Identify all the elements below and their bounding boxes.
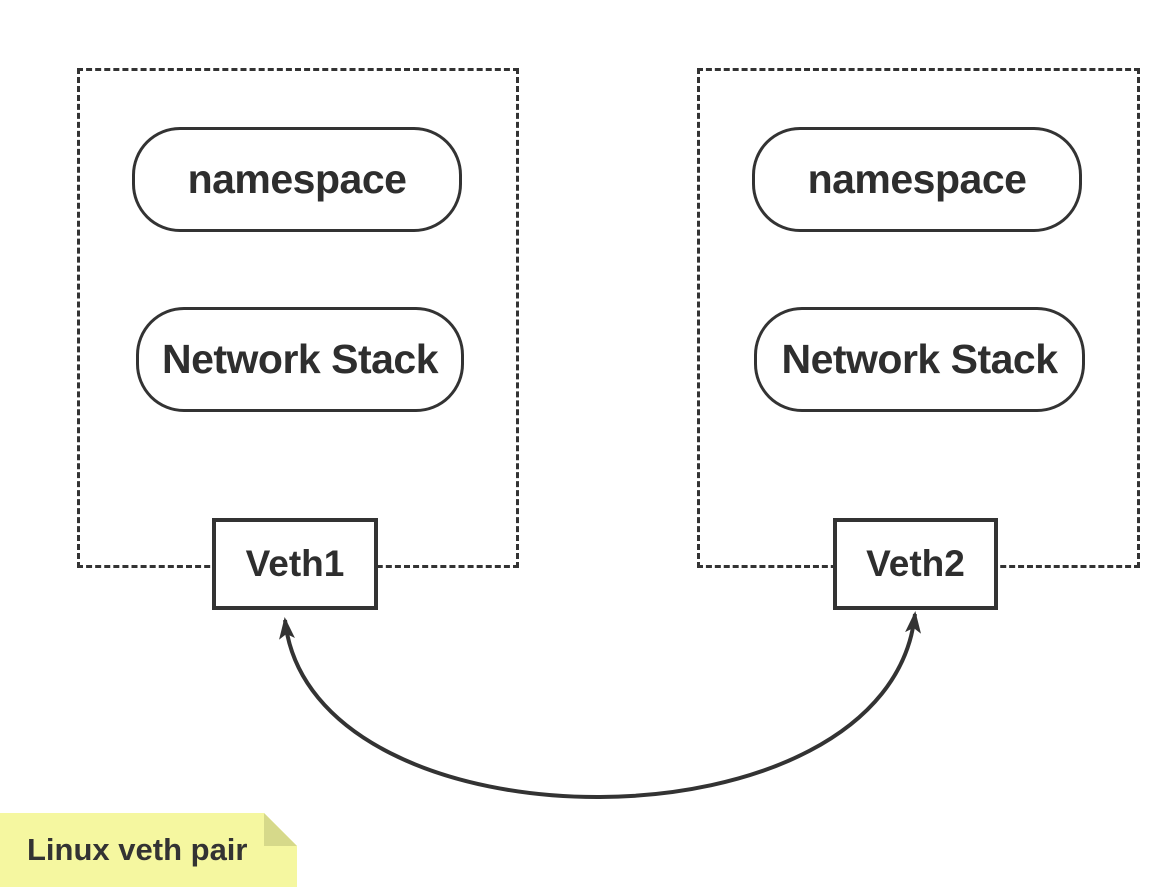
sticky-note-text: Linux veth pair: [27, 832, 248, 867]
network-stack-node-right: Network Stack: [754, 307, 1085, 412]
namespace-node-right: namespace: [752, 127, 1082, 232]
veth2-node: Veth2: [833, 518, 998, 610]
veth-pair-arrow: [279, 611, 921, 799]
namespace-node-left-label: namespace: [187, 156, 407, 202]
namespace-node-right-label: namespace: [807, 156, 1027, 202]
sticky-note: Linux veth pair: [0, 813, 297, 887]
sticky-note-body: [0, 813, 297, 887]
network-stack-node-right-label: Network Stack: [781, 336, 1058, 382]
veth2-label: Veth2: [866, 543, 965, 584]
veth1-label: Veth1: [245, 543, 345, 584]
veth1-node: Veth1: [212, 518, 378, 610]
network-stack-node-left-label: Network Stack: [161, 336, 439, 382]
namespace-node-left: namespace: [132, 127, 462, 232]
sticky-note-fold: [264, 813, 297, 846]
network-stack-node-left: Network Stack: [136, 307, 464, 412]
sticky-note-shape: [0, 813, 297, 887]
